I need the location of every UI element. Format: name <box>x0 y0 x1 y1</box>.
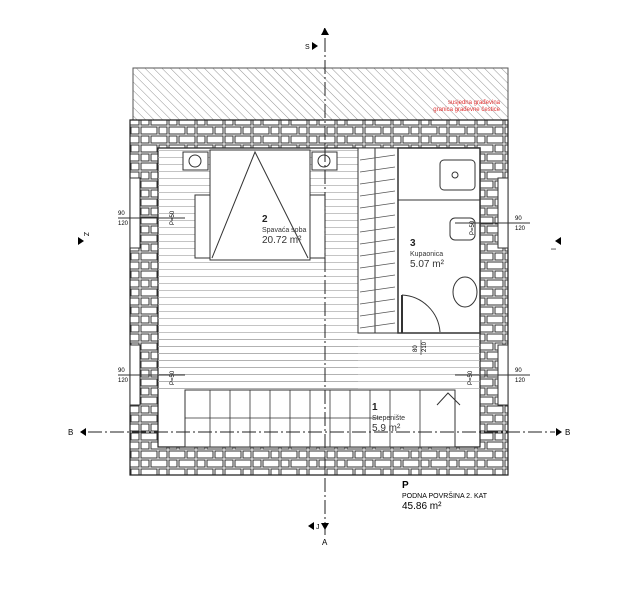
window-width-sw: 90 <box>118 368 125 374</box>
bed <box>182 149 338 261</box>
window-sill-se: P=50 <box>468 370 474 385</box>
room-1-area: 5.9 m² <box>372 423 401 434</box>
neighbor-building <box>132 67 509 121</box>
room-1-name: Stepenište <box>372 415 405 422</box>
compass-north: S <box>305 44 310 51</box>
stairs <box>184 389 461 448</box>
floor-total-name: PODNA POVRŠINA 2. KAT <box>402 491 488 500</box>
window-height-nw: 120 <box>118 221 129 227</box>
compass-west: Z <box>82 232 89 237</box>
shower-tray <box>439 159 476 191</box>
door-height: 210 <box>422 341 428 352</box>
windows <box>118 177 530 406</box>
window-width-ne: 90 <box>515 216 522 222</box>
section-a-top: A <box>322 27 328 36</box>
neighbor-note-1: susjedna građevina <box>448 100 501 106</box>
window-height-se: 120 <box>515 378 526 384</box>
room-3-area: 5.07 m² <box>410 259 445 270</box>
window-height-sw: 120 <box>118 378 129 384</box>
door-swing <box>401 294 441 333</box>
room-1-number: 1 <box>372 402 378 413</box>
section-b-right: B <box>565 428 570 437</box>
floor-total-area: 45.86 m² <box>402 501 442 512</box>
door-width: 80 <box>413 345 419 352</box>
compass-east: I <box>551 248 558 250</box>
compass-west-arrow <box>78 237 84 245</box>
room-2-name: Spavaća soba <box>262 227 306 234</box>
window-sill-nw: P=50 <box>170 210 176 225</box>
room-2-number: 2 <box>262 214 268 225</box>
window-sill-sw: P=50 <box>170 370 176 385</box>
window-height-ne: 120 <box>515 226 526 232</box>
toilet <box>449 217 476 241</box>
compass-south-arrow <box>308 522 314 530</box>
section-b-left: B <box>68 428 73 437</box>
wardrobe <box>357 147 399 334</box>
room-3-name: Kupaonica <box>410 251 443 258</box>
window-sill-ne: P=50 <box>470 220 476 235</box>
bathroom <box>397 147 481 334</box>
neighbor-note-2: granica građevne čestice <box>433 107 500 113</box>
room-3-number: 3 <box>410 238 416 249</box>
section-a-bottom: A <box>322 538 328 547</box>
compass-east-arrow <box>555 237 561 245</box>
room-2-area: 20.72 m² <box>262 235 302 246</box>
window-width-nw: 90 <box>118 211 125 217</box>
compass-south: J <box>316 524 320 531</box>
compass-north-arrow <box>312 42 318 50</box>
floor-total-label: P <box>402 480 409 491</box>
window-width-se: 90 <box>515 368 522 374</box>
sink <box>452 276 478 308</box>
